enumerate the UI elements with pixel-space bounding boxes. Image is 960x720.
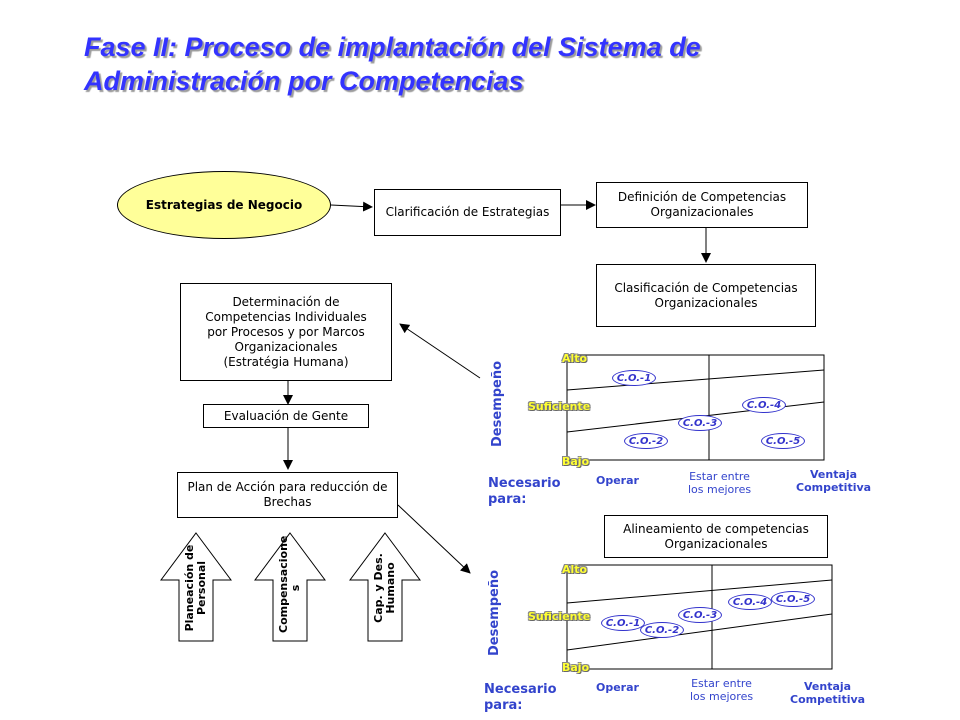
arrow-plan-to-matrix2 bbox=[397, 504, 471, 574]
matrix-1-co-2: C.O.-2 bbox=[624, 433, 668, 449]
matrix-1-ylabel: Desempeño bbox=[490, 360, 505, 447]
up-arrow-planeacion-label: Planeación de Personal bbox=[183, 544, 208, 632]
matrix-1-co-1: C.O.-1 bbox=[612, 370, 656, 386]
alineamiento-label: Alineamiento de competencias Organizacio… bbox=[623, 521, 809, 551]
matrix-1-co-4: C.O.-4 bbox=[742, 397, 786, 413]
clarificacion-box: Clarificación de Estrategias bbox=[374, 189, 561, 236]
matrix-1-ventaja: Ventaja Competitiva bbox=[796, 468, 872, 494]
matrix-2-necesario: Necesario para: bbox=[484, 682, 557, 713]
matrix-1-necesario: Necesario para: bbox=[488, 476, 561, 507]
evaluacion-box: Evaluación de Gente bbox=[203, 404, 369, 428]
title-line-2: Administración por Competencias bbox=[84, 66, 524, 96]
matrix-2-co-2: C.O.-2 bbox=[640, 622, 684, 638]
clarificacion-label: Clarificación de Estrategias bbox=[385, 205, 550, 219]
up-arrow-capacitacion-shape bbox=[349, 532, 421, 642]
definicion-box: Definición de Competencias Organizaciona… bbox=[596, 182, 808, 228]
estrategias-negocio-ellipse: Estrategias de Negocio bbox=[117, 171, 331, 239]
matrix-2-co-3: C.O.-3 bbox=[678, 607, 722, 623]
matrix-1-suficiente: Suficiente bbox=[528, 400, 591, 413]
matrix-1-estar: Estar entre los mejores bbox=[688, 470, 752, 496]
estrategias-negocio-label: Estrategias de Negocio bbox=[145, 198, 303, 212]
arrow-matrix-to-determinacion bbox=[399, 323, 481, 379]
determinacion-line-1: Determinación de bbox=[232, 294, 340, 309]
matrix-2-alto: Alto bbox=[562, 563, 588, 576]
matrix-2-co-5: C.O.-5 bbox=[771, 591, 815, 607]
matrix-1-co-5: C.O.-5 bbox=[761, 433, 805, 449]
arrow-estrategias-to-clarificacion bbox=[330, 201, 373, 212]
determinacion-line-5: (Estratégia Humana) bbox=[223, 354, 349, 369]
slide-title: Fase II: Proceso de implantación del Sis… bbox=[84, 30, 944, 98]
matrix-1-co-3: C.O.-3 bbox=[678, 415, 722, 431]
determinacion-line-4: Organizacionales bbox=[234, 339, 338, 354]
matrix-2-estar: Estar entre los mejores bbox=[690, 677, 754, 703]
up-arrow-compensaciones-label: Compensacione s bbox=[277, 535, 302, 633]
determinacion-box: Determinación de Competencias Individual… bbox=[180, 283, 392, 381]
matrix-2-ylabel: Desempeño bbox=[487, 569, 502, 656]
clasificacion-box: Clasificación de Competencias Organizaci… bbox=[596, 264, 816, 327]
matrix-2-co-4: C.O.-4 bbox=[728, 594, 772, 610]
matrix-2-operar: Operar bbox=[596, 681, 639, 694]
matrix-2-suficiente: Suficiente bbox=[528, 610, 591, 623]
matrix-2-ventaja: Ventaja Competitiva bbox=[790, 680, 866, 706]
matrix-2-bajo: Bajo bbox=[562, 661, 590, 674]
title-line-1: Fase II: Proceso de implantación del Sis… bbox=[84, 32, 701, 62]
determinacion-line-3: por Procesos y por Marcos bbox=[207, 324, 365, 339]
matrix-1-operar: Operar bbox=[596, 474, 639, 487]
plan-box: Plan de Acción para reducción de Brechas bbox=[177, 472, 398, 518]
matrix-1-alto: Alto bbox=[562, 352, 588, 365]
plan-label: Plan de Acción para reducción de Brechas bbox=[187, 480, 388, 509]
alineamiento-box: Alineamiento de competencias Organizacio… bbox=[604, 515, 828, 558]
clasificacion-label: Clasificación de Competencias Organizaci… bbox=[614, 280, 798, 310]
determinacion-line-2: Competencias Individuales bbox=[205, 309, 367, 324]
matrix-2-co-1: C.O.-1 bbox=[601, 615, 645, 631]
evaluacion-label: Evaluación de Gente bbox=[223, 408, 349, 423]
definicion-label: Definición de Competencias Organizaciona… bbox=[617, 190, 787, 219]
matrix-1-bajo: Bajo bbox=[562, 455, 590, 468]
up-arrow-planeacion-shape bbox=[160, 532, 232, 642]
up-arrow-capacitacion-label: Cap. y Des. Humano bbox=[372, 553, 397, 623]
up-arrow-compensaciones-shape bbox=[254, 532, 326, 642]
